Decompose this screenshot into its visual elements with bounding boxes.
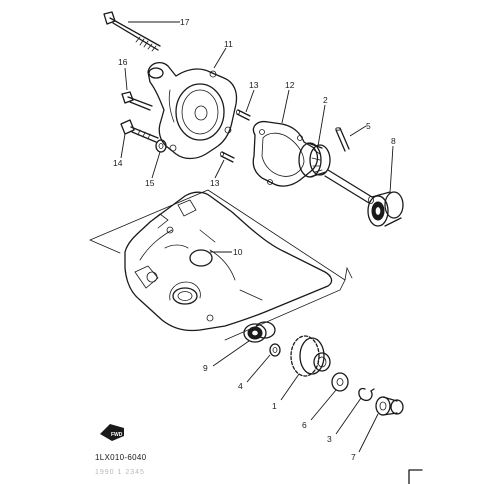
callout-13-lower: 13	[210, 178, 220, 188]
drive-gear	[290, 335, 331, 377]
long-bolt	[103, 11, 161, 52]
gasket	[252, 120, 319, 187]
callout-14: 14	[113, 158, 123, 168]
pump-housing	[147, 61, 238, 160]
washer-4	[269, 343, 281, 357]
pin-5	[335, 127, 350, 152]
part-code: 1LX010-6040	[95, 453, 147, 462]
callout-1: 1	[272, 401, 277, 411]
callout-15: 15	[145, 178, 155, 188]
bolt-16	[121, 91, 153, 111]
bearing-8	[367, 191, 404, 227]
callout-10: 10	[233, 247, 243, 257]
leader-lines	[120, 21, 394, 453]
bolt-14	[120, 119, 159, 143]
collar-7	[375, 396, 404, 416]
crankcase-cover	[124, 191, 333, 332]
reference-plane	[89, 189, 353, 341]
callout-8: 8	[391, 136, 396, 146]
dowel-pin-upper	[236, 109, 251, 121]
o-ring	[189, 249, 213, 267]
bearing-9	[243, 321, 276, 343]
callout-16: 16	[118, 57, 128, 67]
footer-faint-text: 1990 1 2345	[95, 469, 145, 476]
callout-7: 7	[351, 452, 356, 462]
callout-4: 4	[238, 381, 243, 391]
callout-3: 3	[327, 434, 332, 444]
washer-15	[155, 139, 167, 153]
callout-9: 9	[203, 363, 208, 373]
callout-17: 17	[180, 17, 190, 27]
callout-6: 6	[302, 420, 307, 430]
washer-6	[331, 372, 349, 392]
callout-13-upper: 13	[249, 80, 259, 90]
callout-11: 11	[224, 39, 233, 49]
svg-text:FWD: FWD	[111, 432, 123, 438]
impeller-shaft	[298, 142, 374, 204]
fwd-arrow-icon: FWD	[100, 424, 124, 441]
callout-5: 5	[366, 121, 371, 131]
dowel-pin-lower	[220, 151, 235, 163]
callout-2: 2	[323, 95, 328, 105]
corner-mark	[408, 469, 423, 484]
callout-12: 12	[285, 80, 295, 90]
circlip-3	[358, 387, 375, 402]
